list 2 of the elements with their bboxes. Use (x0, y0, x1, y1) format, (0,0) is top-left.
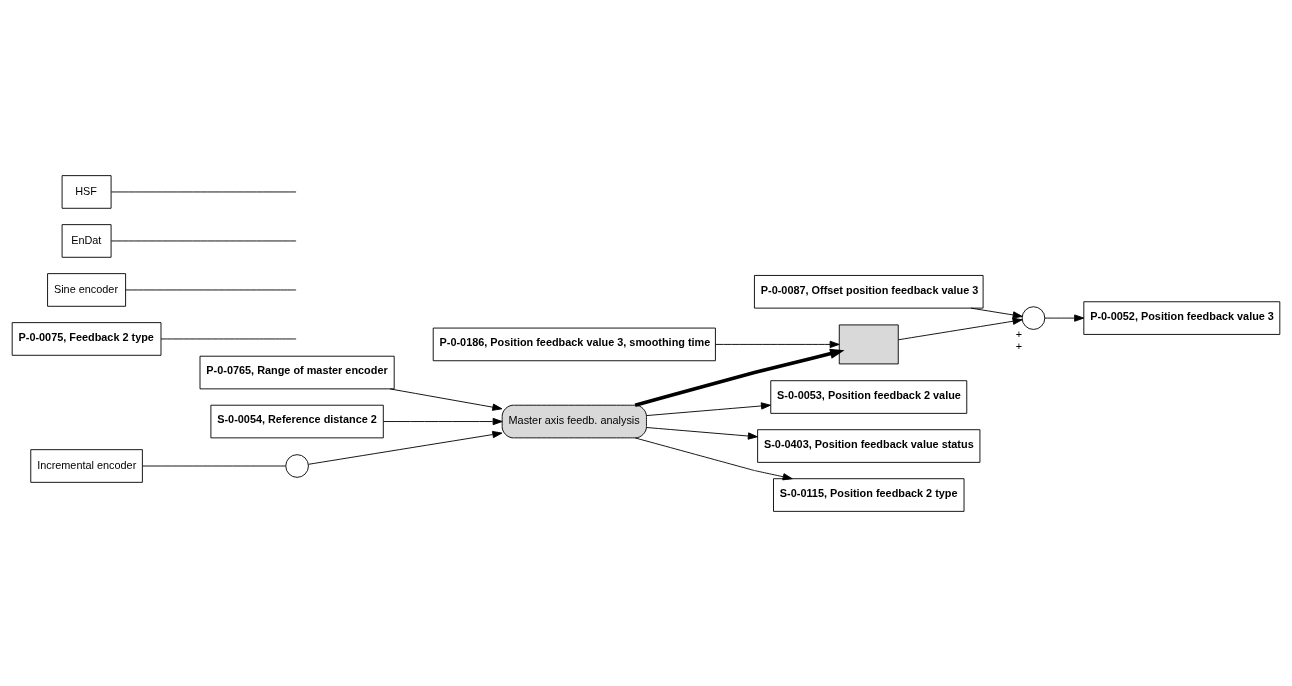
node-label: + (1015, 327, 1023, 340)
node-label: + (1015, 339, 1023, 352)
